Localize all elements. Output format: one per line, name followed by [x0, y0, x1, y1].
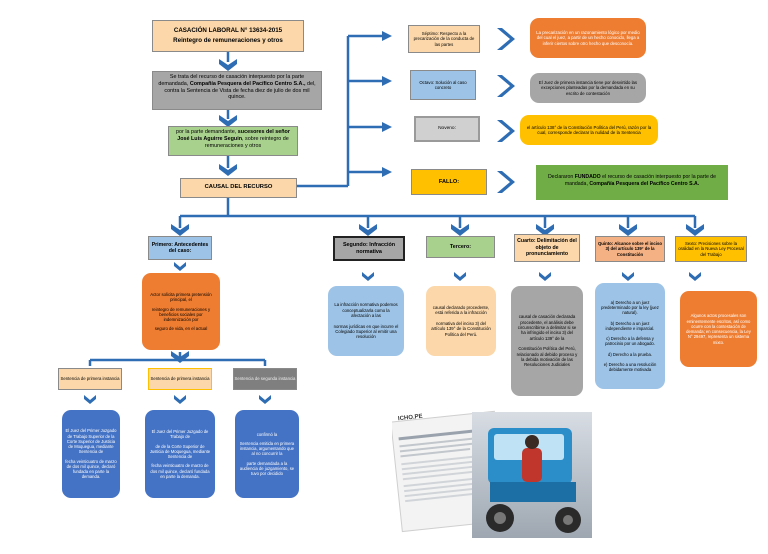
septimo-result: La precarización en un razonamiento lógi… — [530, 18, 646, 58]
noveno-result: el artículo 138° de la Constitución Polí… — [520, 115, 658, 145]
quinto-item-c: c) Derecho a la defensa y patrocinio por… — [605, 336, 655, 347]
fallo-label: FALLO: — [438, 178, 460, 185]
segundo-detail: La infracción normativa podemos conceptu… — [328, 286, 404, 356]
branch-cuarto-label: Cuarto: Delimitación del objeto de pronu… — [517, 238, 577, 258]
primero-detail-line1: Actor solicita primera pretensión princi… — [150, 291, 212, 303]
noveno-label: Noveno: — [438, 126, 456, 131]
instance-c-detail-top: confirmó la — [256, 431, 278, 437]
septimo-result-text: La precarización en un razonamiento lógi… — [536, 29, 640, 46]
fallo-company: Compañía Pesquera del Pacífico Centro S.… — [589, 180, 700, 187]
instance-c-detail-bottom: parte demandada a la audiencia de juzgam… — [239, 460, 295, 477]
primero-detail-line2: reintegro de remuneraciones y beneficios… — [151, 306, 211, 323]
causal-label: CAUSAL DEL RECURSO — [204, 184, 273, 191]
instance-c-label: Sentencia de segunda instancia — [234, 376, 296, 382]
tercero-detail-top: causal declarado procedente, está referi… — [432, 305, 490, 316]
octavo-result: El Juez de primera instancia tiene por d… — [530, 73, 646, 103]
noveno-box: Noveno: — [414, 116, 480, 142]
branch-sexto-label: Sexto: Precisiones sobre la oralidad en … — [678, 240, 744, 257]
summary-box: Se trata del recurso de casación interpu… — [152, 71, 322, 110]
quinto-item-a: a) Derecho a un juez predeterminado por … — [601, 299, 659, 316]
instance-c: Sentencia de segunda instancia — [233, 368, 297, 390]
news-photo: ICHO.PE — [392, 408, 592, 538]
branch-quinto: Quinto: Alcance sobre el inciso 3) del a… — [595, 236, 665, 262]
case-title: CASACIÓN LABORAL N° 13634-2015 — [173, 27, 283, 35]
octavo-box: Octavo: Solución al caso concreto — [410, 70, 476, 100]
instance-a-detail-top: El Juez del Primer Juzgado de Trabajo Su… — [65, 428, 117, 455]
septimo-label: Séptimo: Respecto a la precarización de … — [413, 30, 475, 47]
case-title-box: CASACIÓN LABORAL N° 13634-2015 Reintegro… — [152, 20, 304, 52]
branch-tercero-label: Tercero: — [449, 243, 472, 250]
instance-b: Sentencia de primera instancia — [148, 368, 212, 390]
fallo-box: FALLO: — [411, 169, 487, 195]
instance-b-detail: El Juez del Primer Juzgado de Trabajo de… — [145, 410, 215, 498]
branch-segundo-label: Segundo: Infracción normativa — [342, 241, 396, 255]
instance-a-label: Sentencia de primera instancia — [60, 376, 120, 382]
branch-primero-label: Primero: Antecedentes del caso: — [151, 241, 209, 255]
news-photo-illustration — [392, 408, 592, 538]
instance-b-label: Sentencia de primera instancia — [150, 376, 210, 382]
summary-prefix: Se trata del recurso de casación interpu… — [158, 74, 305, 87]
instance-c-detail-mid: Sentencia emitida en primera instancia, … — [239, 440, 295, 457]
fallo-result: Declararon FUNDADO el recurso de casació… — [536, 165, 728, 200]
fallo-mid: el recurso de casación interpuesto por l… — [564, 174, 717, 187]
branch-primero: Primero: Antecedentes del caso: — [148, 236, 212, 260]
plaintiff-name: sucesores del señor José Luis Aguirre Se… — [177, 129, 290, 142]
quinto-item-e: e) Derecho a una resolución debidamente … — [603, 361, 657, 372]
cuarto-detail-bottom: Constitución Política del Perú, relacion… — [516, 346, 578, 368]
causal-box: CAUSAL DEL RECURSO — [180, 178, 297, 198]
sexto-detail: Algunos actos procesales son eminentemen… — [680, 291, 757, 367]
fallo-verdict: FUNDADO — [574, 174, 601, 180]
branch-segundo: Segundo: Infracción normativa — [333, 236, 405, 261]
instance-a: Sentencia de primera instancia — [58, 368, 122, 390]
sexto-detail-text: Algunos actos procesales son eminentemen… — [686, 313, 751, 345]
branch-cuarto: Cuarto: Delimitación del objeto de pronu… — [514, 234, 580, 262]
segundo-detail-bottom: normas jurídicas en que incurre el Coleg… — [333, 323, 399, 340]
plaintiff-prefix: por la parte demandante, — [176, 129, 237, 135]
fallo-prefix: Declararon — [547, 174, 574, 180]
quinto-item-d: d) Derecho a la prueba. — [608, 351, 652, 357]
instance-a-detail: El Juez del Primer Juzgado de Trabajo Su… — [62, 410, 120, 498]
primero-detail: Actor solicita primera pretensión princi… — [142, 273, 220, 350]
summary-company: Compañía Pesquera del Pacífico Centro S.… — [189, 80, 306, 87]
branch-tercero: Tercero: — [426, 236, 495, 258]
quinto-detail: a) Derecho a un juez predeterminado por … — [595, 283, 665, 389]
instance-b-detail-top: El Juez del Primer Juzgado de Trabajo de — [151, 429, 209, 440]
plaintiff-box: por la parte demandante, sucesores del s… — [168, 126, 298, 156]
quinto-item-b: b) Derecho a un juez independiente e imp… — [605, 320, 655, 331]
septimo-box: Séptimo: Respecto a la precarización de … — [408, 25, 480, 53]
instance-b-detail-mid: de de la Corte Superior de Justicia de M… — [149, 443, 211, 460]
cuarto-detail-top: causal de casación declarada procedente,… — [517, 314, 577, 341]
segundo-detail-top: La infracción normativa podemos conceptu… — [334, 302, 398, 319]
branch-sexto: Sexto: Precisiones sobre la oralidad en … — [675, 236, 747, 262]
plaintiff-suffix: , sobre reintegro de remuneraciones y ot… — [204, 135, 289, 149]
branch-quinto-label: Quinto: Alcance sobre el inciso 3) del a… — [597, 240, 663, 257]
octavo-label: Octavo: Solución al caso concreto — [419, 79, 467, 90]
noveno-result-text: el artículo 138° de la Constitución Polí… — [526, 124, 652, 136]
summary-suffix: del, contra la Sentencia de Vista de fec… — [164, 80, 316, 101]
tercero-detail: causal declarado procedente, está referi… — [426, 286, 496, 356]
instance-c-detail: confirmó la Sentencia emitida en primera… — [235, 410, 299, 498]
primero-detail-line3: seguro de vida, en el actual — [154, 325, 208, 331]
cuarto-detail: causal de casación declarada procedente,… — [511, 286, 583, 396]
case-subtitle: Reintegro de remuneraciones y otros — [173, 37, 283, 44]
instance-b-detail-bottom: fecha veinticuatro de marzo de dos mil q… — [150, 463, 210, 479]
tercero-detail-bottom: normativa del inciso 3) del artículo 139… — [431, 320, 491, 337]
octavo-result-text: El Juez de primera instancia tiene por d… — [538, 79, 638, 96]
instance-a-detail-bottom: fecha veinticuatro de marzo de dos mil q… — [65, 458, 117, 480]
